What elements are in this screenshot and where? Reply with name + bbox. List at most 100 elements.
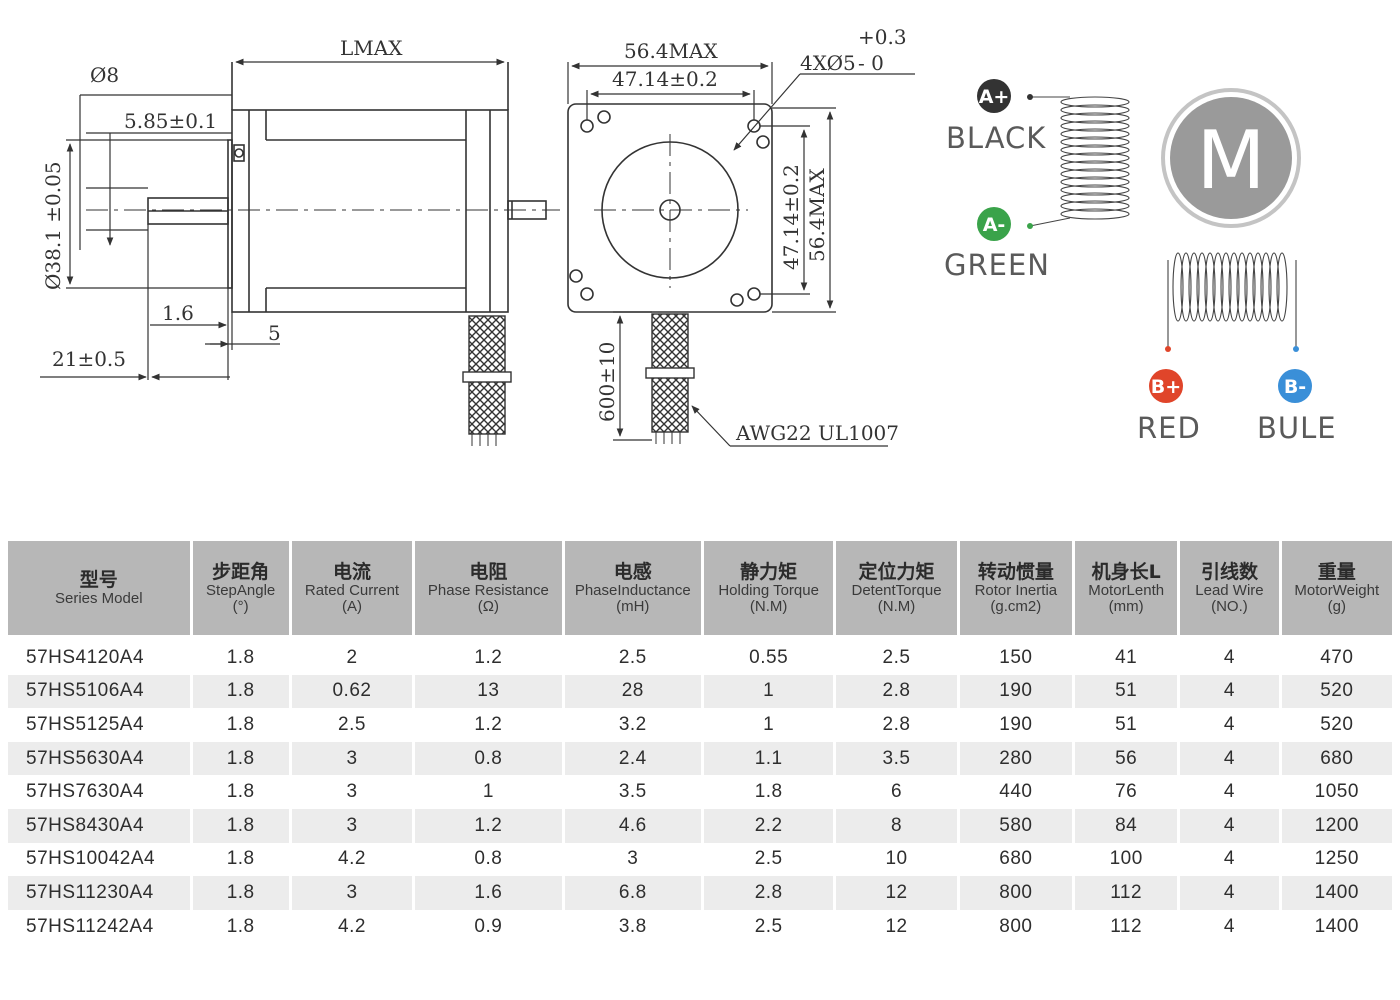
table-cell: 51 <box>1075 674 1178 709</box>
header-cn: 转动惯量 <box>977 561 1054 583</box>
table-cell: 3.8 <box>618 915 647 937</box>
header-cn: 步距角 <box>212 561 270 583</box>
header-en: Rotor Inertia <box>974 582 1058 599</box>
terminal-b-minus <box>1293 346 1299 352</box>
header-unit: (A) <box>341 598 362 615</box>
model-cell: 57HS5125A4 <box>26 713 145 735</box>
table-cell: 4 <box>1180 808 1279 843</box>
table-cell: 2.5 <box>754 915 783 937</box>
header-cn: 电流 <box>332 561 371 583</box>
table-cell: 1400 <box>1281 876 1392 910</box>
table-cell: 1.2 <box>415 808 562 843</box>
header-en: DetentTorque <box>851 582 942 599</box>
table-cell: 2.5 <box>338 713 366 735</box>
label-bule: BULE <box>1257 411 1337 445</box>
terminal-a-plus <box>1027 94 1033 100</box>
table-cell: 12 <box>885 915 908 937</box>
table-cell: 4.2 <box>338 915 366 937</box>
table-cell: 150 <box>999 646 1033 668</box>
table-cell: 4 <box>1180 674 1279 709</box>
table-cell: 13 <box>415 674 562 709</box>
header-unit: (g.cm2) <box>990 598 1042 615</box>
table-cell: 2.8 <box>703 876 834 910</box>
model-cell: 57HS8430A4 <box>8 808 190 843</box>
table-cell: 2 <box>346 646 358 668</box>
table-cell: 6 <box>890 781 903 803</box>
dim-tol-minus: - 0 <box>858 51 884 75</box>
table-cell: 2.5 <box>882 646 911 668</box>
table-cell: 1.8 <box>192 741 289 776</box>
table-cell: 84 <box>1075 808 1178 843</box>
wiring-diagram: M A+ BLACK A- GREEN B+ RED B- BULE <box>944 79 1337 445</box>
table-cell: 4 <box>1223 781 1235 803</box>
table-cell: 10 <box>885 848 908 870</box>
svg-text:B+: B+ <box>1151 376 1181 398</box>
table-cell: 1.2 <box>474 646 503 668</box>
table-cell: 12 <box>836 876 957 910</box>
coil-a <box>1029 96 1130 227</box>
table-cell: 4 <box>1223 848 1235 870</box>
dim-lead-length: 600±10 <box>595 342 619 422</box>
table-cell: 520 <box>1281 674 1392 709</box>
header-unit: (°) <box>232 598 249 615</box>
table-cell: 8 <box>836 808 957 843</box>
table-cell: 3.5 <box>618 781 647 803</box>
label-red: RED <box>1137 411 1201 445</box>
table-cell: 1200 <box>1281 808 1392 843</box>
model-cell: 57HS4120A4 <box>26 646 145 668</box>
dim-1-6: 1.6 <box>162 301 194 325</box>
table-cell: 1.2 <box>474 713 503 735</box>
side-cable <box>462 315 512 446</box>
table-cell: 800 <box>999 915 1033 937</box>
table-cell: 680 <box>999 848 1033 870</box>
table-cell: 440 <box>999 781 1033 803</box>
table-cell: 41 <box>1115 646 1138 668</box>
table-cell: 0.8 <box>474 848 503 870</box>
header-cn: 型号 <box>79 569 118 591</box>
dim-flat: 5.85±0.1 <box>124 109 217 133</box>
table-cell: 1 <box>703 674 834 709</box>
table-cell: 28 <box>564 674 701 709</box>
table-cell: 520 <box>1320 713 1354 735</box>
label-green: GREEN <box>944 248 1050 282</box>
table-cell: 76 <box>1115 781 1138 803</box>
model-cell: 57HS5630A4 <box>8 741 190 776</box>
dim-awg: AWG22 UL1007 <box>735 421 899 445</box>
technical-drawings: LMAX Ø8 5.85±0.1 Ø38.1 ±0.05 1.6 5 21±0.… <box>40 25 1337 447</box>
table-cell: 280 <box>959 741 1073 776</box>
dim-5: 5 <box>268 321 281 345</box>
table-cell: 2.2 <box>703 808 834 843</box>
table-cell: 1.8 <box>192 876 289 910</box>
coil-b <box>1167 252 1297 349</box>
header-cn: 电阻 <box>469 561 508 583</box>
table-cell: 2.8 <box>882 713 911 735</box>
table-cell: 190 <box>959 674 1073 709</box>
header-unit: (Ω) <box>477 598 499 615</box>
dim-tol-plus: +0.3 <box>858 25 907 49</box>
model-cell: 57HS5106A4 <box>8 674 190 709</box>
table-cell: 2.4 <box>564 741 701 776</box>
header-cn: 重量 <box>1317 561 1356 583</box>
table-cell: 190 <box>999 713 1033 735</box>
table-cell: 2.8 <box>836 674 957 709</box>
dim-vert-holes: 47.14±0.2 <box>779 164 803 270</box>
dim-hole-spacing: 47.14±0.2 <box>612 67 718 91</box>
table-cell: 112 <box>1075 876 1178 910</box>
table-cell: 2.5 <box>754 848 783 870</box>
table-cell: 112 <box>1110 915 1143 937</box>
header-cn: 静力矩 <box>740 561 798 583</box>
table-cell: 1.8 <box>226 781 255 803</box>
